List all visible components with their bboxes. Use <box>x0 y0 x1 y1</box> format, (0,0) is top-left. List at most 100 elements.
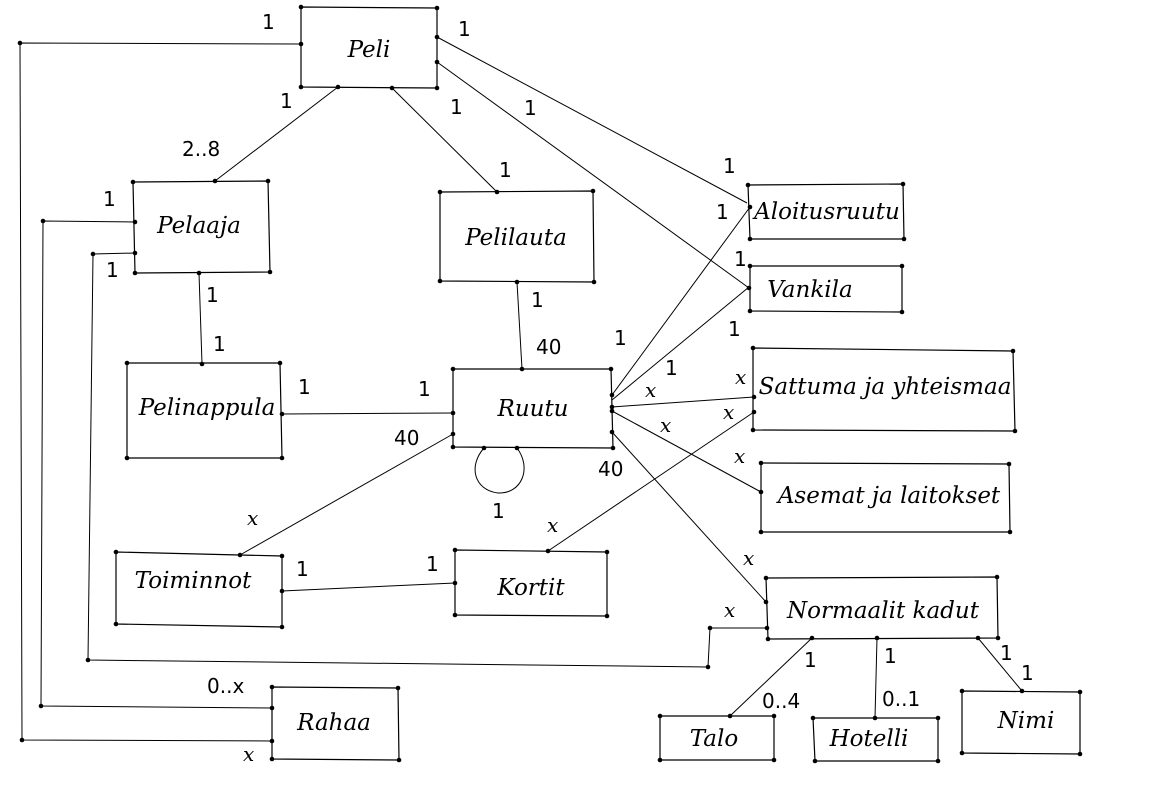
multiplicity-label: 1 <box>103 187 116 211</box>
connector-dot <box>19 737 25 743</box>
line-peli-pelaaja <box>214 86 339 182</box>
multiplicity-label: x <box>645 378 656 402</box>
connector-dot <box>269 738 275 744</box>
connector-dot <box>707 625 713 631</box>
connector-dot <box>450 410 456 416</box>
connector-dot <box>727 713 733 719</box>
connector-dot <box>452 580 458 586</box>
entity-normaalit-kadut[interactable]: Normaalit kadut <box>765 576 999 640</box>
multiplicity-label: 40 <box>536 335 561 359</box>
multiplicity-label: 1 <box>492 499 505 523</box>
connector-dot <box>395 685 401 691</box>
entity-toiminnot[interactable]: Toiminnot <box>115 551 283 628</box>
connector-dot <box>269 756 275 762</box>
connector-dot <box>389 85 395 91</box>
connector-dot <box>935 715 941 721</box>
multiplicity-label: x <box>243 742 254 766</box>
entity-kortit[interactable]: Kortit <box>454 549 608 617</box>
entity-rahaa[interactable]: Rahaa <box>271 686 400 761</box>
multiplicity-label: 40 <box>394 426 419 450</box>
entity-pelaaja[interactable]: Pelaaja <box>132 180 271 274</box>
multiplicity-label: x <box>743 546 754 570</box>
entity-aloitusruutu[interactable]: Aloitusruutu <box>747 183 905 240</box>
entity-label: Pelaaja <box>156 213 241 239</box>
line-ruutu-normaalit <box>611 431 767 603</box>
multiplicity-label: x <box>724 598 735 622</box>
connector-dot <box>519 366 525 372</box>
connector-dot <box>132 270 138 276</box>
multiplicity-labels: 1 1 1 2..8 1 1 1 1 1 1 1 1 1 1 1 1 40 1 … <box>103 10 1034 766</box>
entity-label: Peli <box>347 37 391 63</box>
connector-dot <box>758 460 764 466</box>
line-pelaaja-normaalit <box>87 252 767 668</box>
connector-dot <box>434 34 440 40</box>
connector-dot <box>872 715 878 721</box>
line-normaalit-nimi <box>977 637 1023 692</box>
connector-dot <box>900 181 906 187</box>
entity-vankila[interactable]: Vankila <box>749 265 903 313</box>
connector-dot <box>90 251 96 257</box>
multiplicity-label: 1 <box>106 258 119 282</box>
entity-sattuma-ja-yhteismaa[interactable]: Sattuma ja yhteismaa <box>752 347 1016 432</box>
connector-dot <box>758 489 764 495</box>
connector-dot <box>17 40 23 46</box>
connector-dot <box>750 345 756 351</box>
connector-dot <box>609 429 615 435</box>
connector-dot <box>975 635 981 641</box>
multiplicity-label: 1 <box>418 377 431 401</box>
connector-dot <box>267 269 273 275</box>
multiplicity-label: 1 <box>524 96 537 120</box>
connector-dot <box>279 588 285 594</box>
connector-dot <box>132 219 138 225</box>
multiplicity-label: 1 <box>665 356 678 380</box>
connector-dot <box>1010 348 1016 354</box>
connector-dot <box>269 705 275 711</box>
entity-peli[interactable]: Peli <box>300 6 438 89</box>
connector-dot <box>901 236 907 242</box>
entity-label: Talo <box>690 726 738 752</box>
line-ruutu-aloitusruutu <box>611 206 751 396</box>
multiplicity-label: 1 <box>716 200 729 224</box>
multiplicity-label: 1 <box>296 557 309 581</box>
connector-dot <box>279 553 285 559</box>
entity-nimi[interactable]: Nimi <box>961 690 1081 755</box>
connector-dot <box>279 455 285 461</box>
entity-pelinappula[interactable]: Pelinappula <box>126 362 283 459</box>
connector-dot <box>1019 688 1025 694</box>
connector-dot <box>747 236 753 242</box>
connector-dot <box>747 308 753 314</box>
multiplicity-label: 1 <box>458 17 471 41</box>
entity-hotelli[interactable]: Hotelli <box>812 717 939 762</box>
connector-dot <box>38 703 44 709</box>
connector-dot <box>277 360 283 366</box>
entity-talo[interactable]: Talo <box>659 715 775 761</box>
entity-ruutu[interactable]: Ruutu <box>452 368 614 449</box>
connector-dot <box>959 688 965 694</box>
connector-dot <box>604 549 610 555</box>
connector-dot <box>132 250 138 256</box>
line-ruutu-vankila <box>611 286 750 401</box>
connector-dot <box>279 624 285 630</box>
connector-dot <box>450 444 456 450</box>
connector-dot <box>85 657 91 663</box>
connector-dot <box>959 750 965 756</box>
line-sattuma-kortit <box>547 411 755 552</box>
line-pelinappula-ruutu <box>281 412 454 415</box>
connector-dots <box>17 4 1083 764</box>
entity-label: Normaalit kadut <box>786 598 980 624</box>
connector-dot <box>298 84 304 90</box>
connector-dot <box>124 360 130 366</box>
entity-pelilauta[interactable]: Pelilauta <box>439 190 595 283</box>
entity-asemat-ja-laitokset[interactable]: Asemat ja laitokset <box>760 462 1011 533</box>
multiplicity-label: 1 <box>804 648 817 672</box>
entity-label: Nimi <box>997 708 1055 734</box>
multiplicity-label: 1 <box>206 283 219 307</box>
connector-dot <box>874 635 880 641</box>
connector-dot <box>745 182 751 188</box>
connector-dot <box>609 404 615 410</box>
multiplicity-label: x <box>660 413 671 437</box>
line-peli-vankila <box>436 61 750 289</box>
multiplicity-label: 1 <box>499 158 512 182</box>
connector-dot <box>899 309 905 315</box>
